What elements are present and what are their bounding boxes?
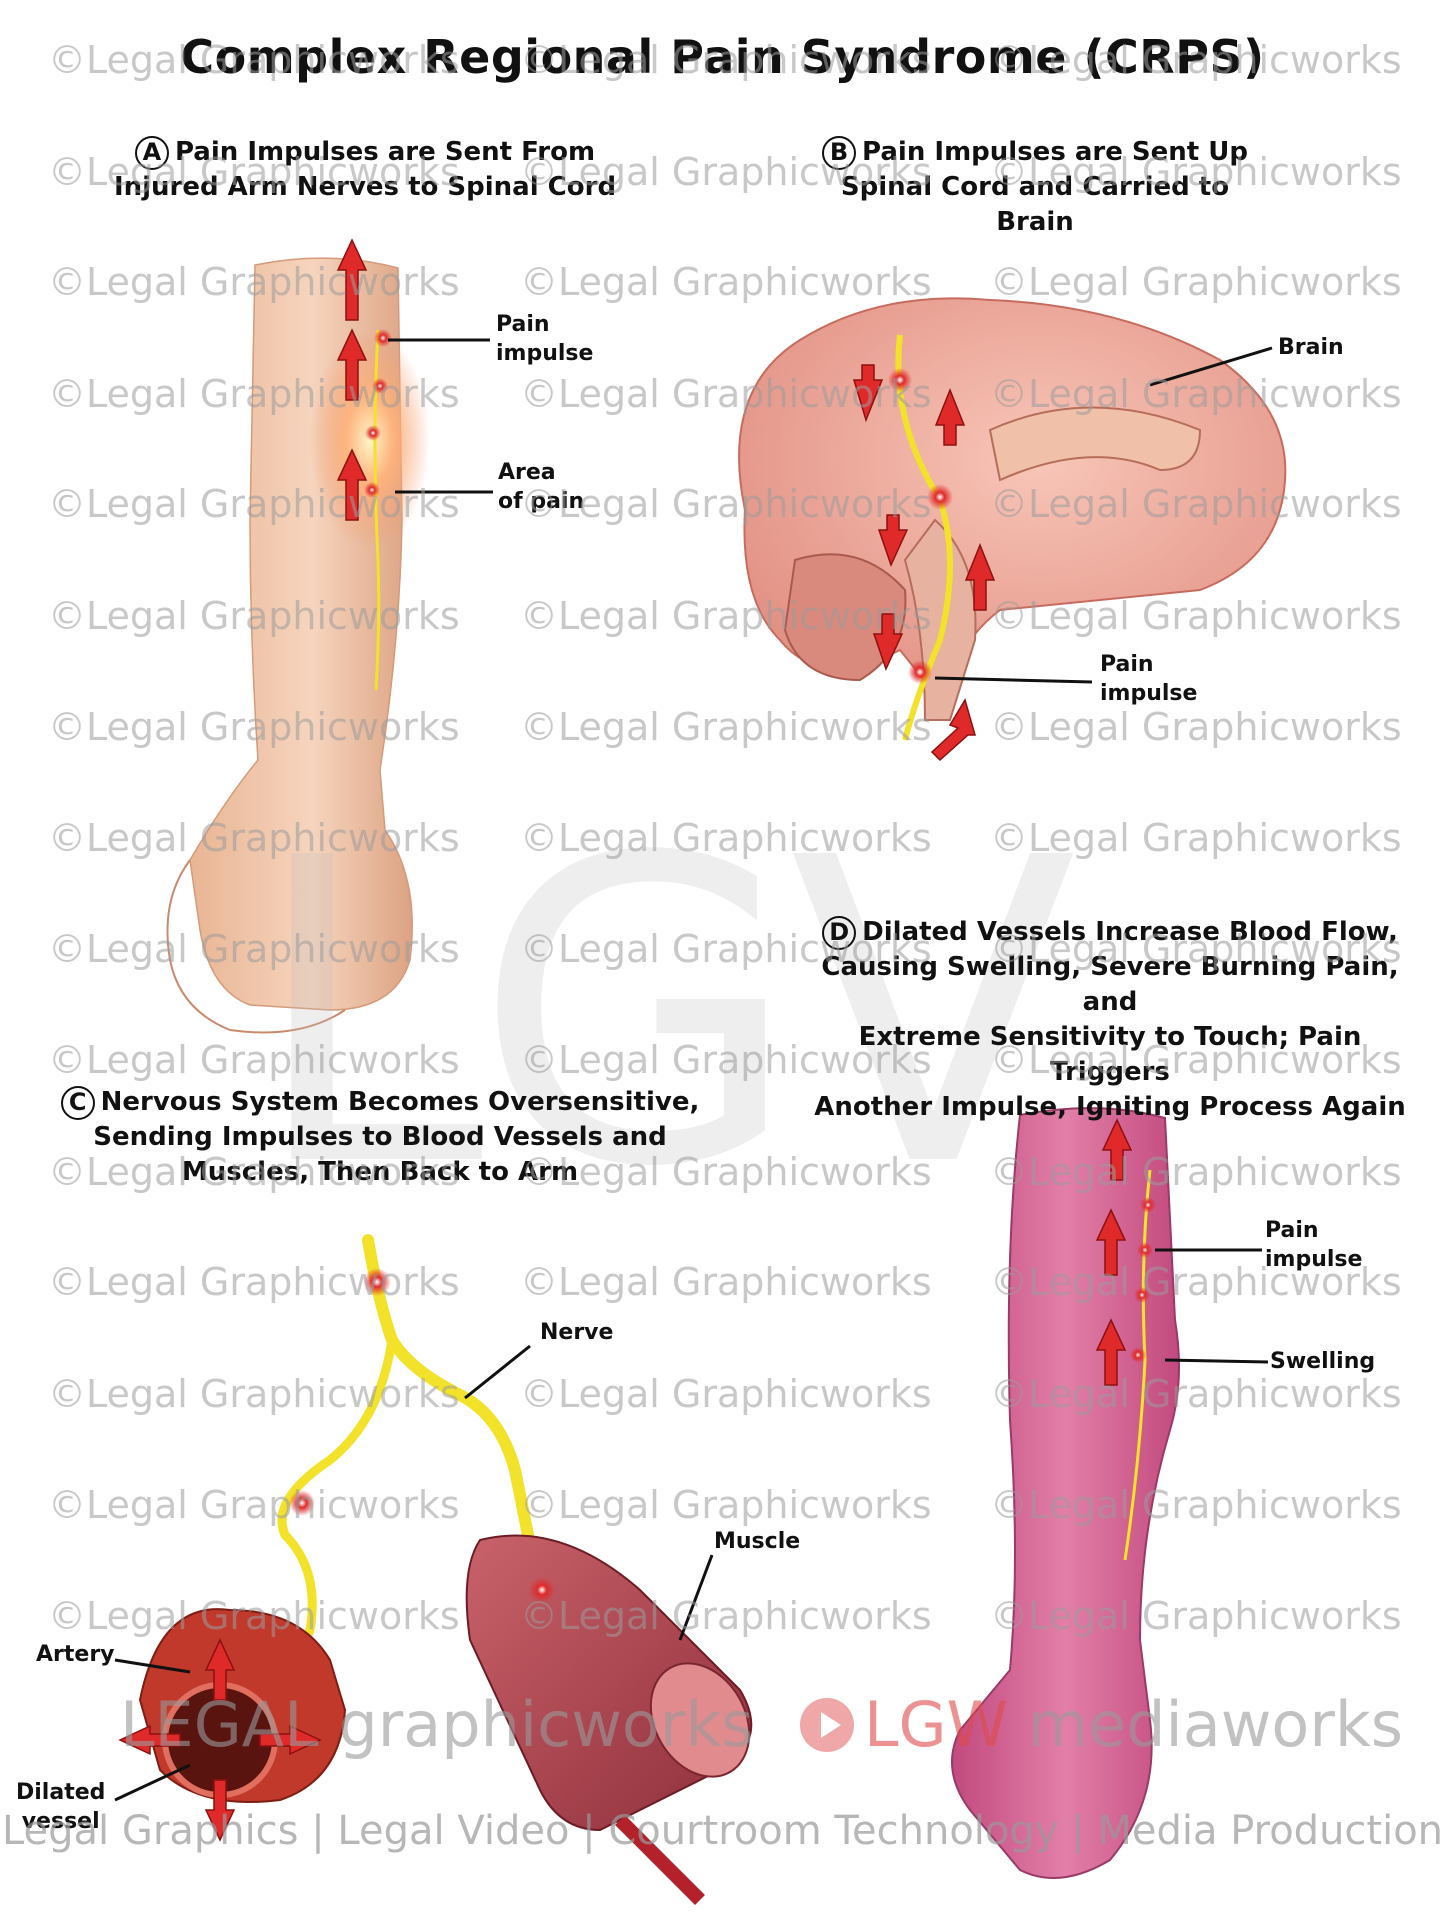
spinal-tract-b	[895, 334, 953, 741]
lgw-mediaworks-logo: LGW mediaworks	[800, 1688, 1403, 1761]
leader-swelling	[1164, 1358, 1269, 1364]
leader-dilated	[114, 1763, 191, 1802]
pain-dots-b	[888, 368, 953, 684]
arrows-d	[1095, 1118, 1133, 1386]
label-area-1: Area	[498, 460, 556, 485]
leader-nerve	[464, 1344, 531, 1400]
label-pain-d-1: Pain	[1265, 1218, 1319, 1243]
arrows-c	[118, 1638, 322, 1842]
hand-a	[166, 859, 346, 1034]
arrows-a	[336, 238, 368, 521]
page-title: Complex Regional Pain Syndrome (CRPS)	[180, 30, 1265, 84]
legal-graphicworks-logo: LEGAL graphicworks	[120, 1688, 754, 1761]
panel-c-nerve-illustration	[114, 1234, 753, 1905]
label-swelling: Swelling	[1270, 1349, 1376, 1374]
vessel-c	[615, 1815, 705, 1905]
label-brain: Brain	[1278, 335, 1344, 360]
label-pain-a-1: Pain	[496, 312, 550, 337]
pain-dots-d	[1130, 1197, 1156, 1363]
leader-pain-b	[934, 676, 1093, 684]
panel-c-line2: Sending Impulses to Blood Vessels and	[93, 1122, 667, 1152]
label-pain-b-1: Pain	[1100, 652, 1154, 677]
branding-tagline: Legal Graphics | Legal Video | Courtroom…	[1, 1808, 1444, 1854]
nerve-branch	[235, 1335, 397, 1653]
panel-d-line4: Another Impulse, Igniting Process Again	[814, 1092, 1406, 1122]
label-pain-d-2: impulse	[1265, 1247, 1363, 1272]
leader-brain	[1149, 346, 1273, 387]
label-pain-impulse-a: Pain impulse	[496, 310, 593, 368]
lgw-logo-accent: LGW	[864, 1688, 1008, 1761]
panel-d-swollen-arm	[951, 1107, 1269, 1879]
panel-b-brain-illustration	[738, 297, 1287, 762]
label-pain-impulse-d: Pain impulse	[1265, 1216, 1362, 1274]
pain-dots-a	[364, 329, 392, 498]
brainstem	[903, 518, 977, 721]
label-area-2: of pain	[498, 489, 585, 514]
label-area-of-pain: Area of pain	[498, 458, 584, 516]
panel-d-line1: Dilated Vessels Increase Blood Flow,	[862, 917, 1398, 947]
panel-a-line1: Pain Impulses are Sent From	[174, 137, 596, 167]
label-dilated-2: vessel	[21, 1809, 100, 1834]
nerve-d	[1123, 1169, 1152, 1561]
play-icon	[800, 1698, 854, 1752]
badge-b: B	[822, 135, 857, 170]
panel-c-line1: Nervous System Becomes Oversensitive,	[100, 1087, 700, 1117]
panel-c-line3: Muscles, Then Back to Arm	[181, 1157, 579, 1187]
arrows-b	[852, 364, 996, 762]
mediaworks-logo-text: mediaworks	[1027, 1688, 1404, 1761]
label-pain-a-2: impulse	[496, 341, 594, 366]
leader-muscle	[678, 1554, 714, 1641]
leader-artery	[114, 1658, 191, 1674]
panel-d-line3: Extreme Sensitivity to Touch; Pain Trigg…	[858, 1022, 1362, 1087]
badge-d: D	[822, 915, 857, 950]
label-dilated-vessel: Dilated vessel	[16, 1778, 105, 1836]
label-nerve: Nerve	[540, 1320, 614, 1345]
label-muscle: Muscle	[714, 1529, 801, 1554]
label-pain-b-2: impulse	[1100, 681, 1198, 706]
panel-d-line2: Causing Swelling, Severe Burning Pain, a…	[821, 952, 1399, 1017]
label-artery: Artery	[36, 1642, 115, 1667]
panel-b-line2: Spinal Cord and Carried to Brain	[840, 172, 1230, 237]
badge-c: C	[60, 1085, 95, 1120]
corpus-callosum	[988, 406, 1202, 482]
muscle-section	[649, 1662, 751, 1778]
label-dilated-1: Dilated	[16, 1780, 106, 1805]
panel-a-line2: Injured Arm Nerves to Spinal Cord	[113, 172, 617, 202]
panel-b-line1: Pain Impulses are Sent Up	[862, 137, 1248, 167]
badge-a: A	[134, 135, 169, 170]
label-pain-impulse-b: Pain impulse	[1100, 650, 1197, 708]
forearm-d	[951, 1107, 1180, 1879]
pain-dots-c	[289, 1268, 555, 1603]
panel-a-arm-illustration	[166, 238, 493, 1034]
